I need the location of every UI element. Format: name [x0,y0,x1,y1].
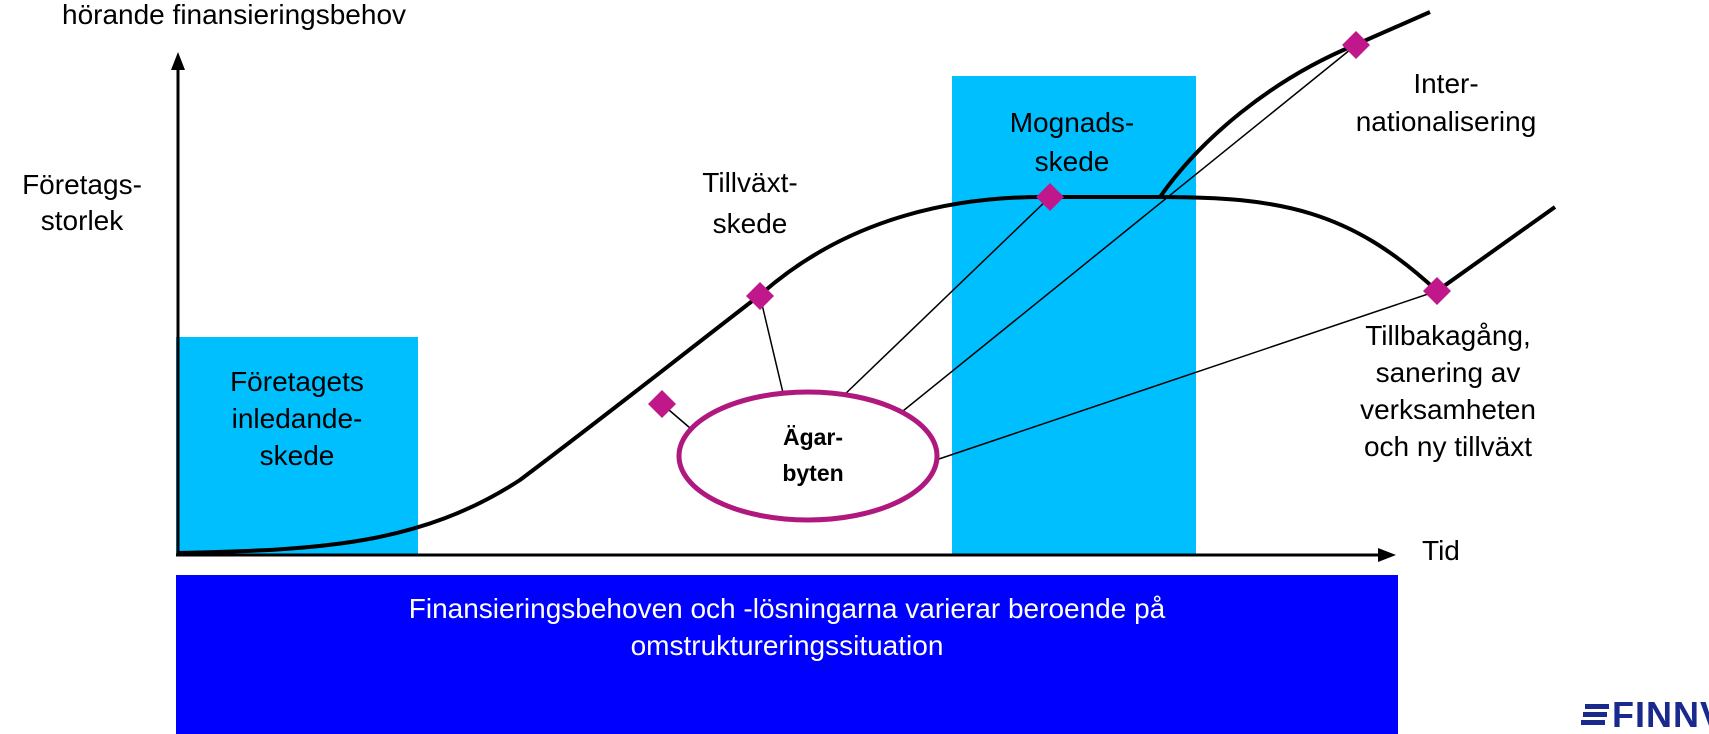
y-axis-arrowhead [171,52,185,70]
maturity-stage-box [952,76,1196,555]
maturity-stage-label-line-1: Mognads- [1010,107,1135,138]
connector-line [929,290,1438,463]
internationalization-curve [1158,10,1431,199]
marker-diamond [1423,277,1451,305]
decline-label-line-3: verksamheten [1360,394,1536,425]
logo-stripe [1583,712,1607,717]
marker-diamond [746,282,774,310]
decline-label-line-4: och ny tillväxt [1364,431,1532,462]
logo-text: FINNVE [1612,694,1709,734]
logo-stripe [1581,720,1605,725]
x-axis-arrowhead [1378,548,1396,562]
marker-diamond [1036,183,1064,211]
connector-line [841,196,1051,398]
connector-line [759,295,785,398]
initial-stage-box [176,337,418,555]
ownership-change-ellipse [676,389,940,523]
initial-stage-label-line-2: inledande- [232,403,363,434]
marker-diamond [1342,31,1370,59]
internationalization-label-line-2: nationalisering [1356,106,1537,137]
finnvera-logo: FINNVE [1581,694,1709,734]
initial-stage-label-line-1: Företagets [230,366,364,397]
growth-stage-label-line-1: Tillväxt- [702,167,797,198]
internationalization-label-line-1: Inter- [1413,68,1478,99]
banner-line-1: Finansieringsbehoven och -lösningarna va… [409,593,1166,624]
banner-line-2: omstruktureringssituation [631,630,944,661]
ownership-change-label-line-2: byten [782,460,843,486]
connector-line [897,44,1357,416]
title-line: hörande finansieringsbehov [62,0,406,30]
marker-diamond [648,390,676,418]
growth-stage-label-line-2: skede [713,208,788,239]
y-axis-label-line-2: storlek [41,205,124,236]
summary-banner [176,575,1398,734]
decline-label-line-1: Tillbakagång, [1365,320,1531,351]
initial-stage-label-line-3: skede [260,440,335,471]
decline-label-line-2: sanering av [1376,357,1521,388]
ownership-change-label-line-1: Ägar- [783,424,843,450]
maturity-stage-label-line-2: skede [1035,146,1110,177]
x-axis-label: Tid [1422,535,1460,566]
y-axis-label-line-1: Företags- [22,169,142,200]
logo-stripe [1585,704,1609,709]
